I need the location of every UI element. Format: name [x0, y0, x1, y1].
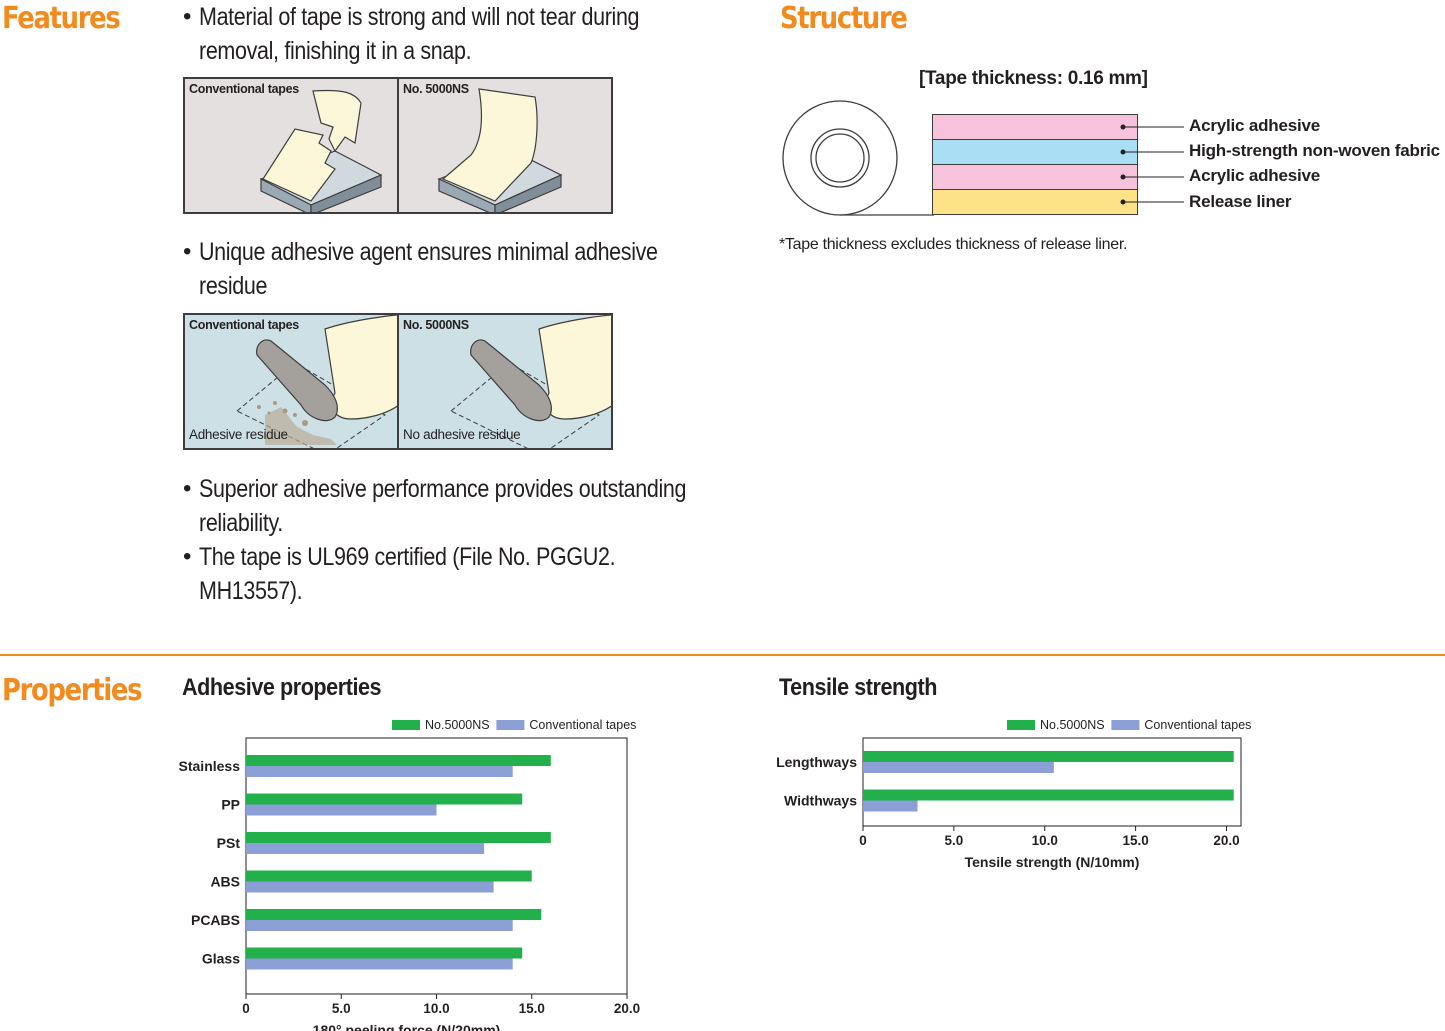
bar-glass-0 [246, 947, 523, 959]
bar-stainless-0 [246, 755, 551, 766]
layer-acrylic-top [932, 114, 1138, 139]
residue-left-label: Conventional tapes [189, 318, 299, 332]
bullet-reliability: Superior adhesive performance provides o… [183, 472, 765, 540]
category-label-2: PSt [217, 835, 241, 851]
x-tick-label-2: 10.0 [1032, 833, 1058, 848]
bar-lengthways-0 [863, 751, 1234, 762]
properties-title: Properties [2, 673, 142, 708]
panel-5000ns-tear: No. 5000NS [399, 79, 611, 212]
category-label-0: Stainless [179, 758, 241, 774]
figure-residue-comparison: Conventional tapes Adhesive residue No. … [183, 313, 613, 450]
tear-right-label: No. 5000NS [403, 82, 469, 96]
layer-label-release-liner: Release liner [1189, 192, 1292, 211]
x-tick-label-1: 5.0 [332, 1001, 351, 1016]
legend-label-0: No.5000NS [1040, 718, 1105, 732]
x-tick-label-4: 20.0 [614, 1001, 640, 1016]
tape-roll-icon [782, 100, 934, 216]
bullet-reliability-line1: Superior adhesive performance provides o… [199, 475, 687, 503]
features-bullets-2: Unique adhesive agent ensures minimal ad… [183, 235, 732, 303]
bullet-ul969: The tape is UL969 certified (File No. PG… [183, 540, 765, 608]
bar-pcabs-0 [246, 909, 542, 920]
features-bullets-1: Material of tape is strong and will not … [183, 0, 711, 68]
legend-swatch-0 [392, 720, 420, 730]
section-divider [0, 654, 1445, 656]
layer-non-woven [932, 139, 1138, 164]
x-axis-label: Tensile strength (N/10mm) [965, 854, 1140, 870]
legend-label-0: No.5000NS [425, 718, 490, 732]
x-tick-label-0: 0 [242, 1001, 250, 1016]
x-tick-label-3: 15.0 [1122, 833, 1148, 848]
bullet-tear: Material of tape is strong and will not … [183, 0, 711, 68]
x-tick-label-2: 10.0 [423, 1001, 449, 1016]
bullet-tear-line1: Material of tape is strong and will not … [199, 3, 640, 31]
category-label-3: ABS [210, 874, 240, 890]
category-label-0: Lengthways [776, 754, 857, 770]
layer-label-acrylic-top: Acrylic adhesive [1189, 116, 1320, 135]
bar-stainless-1 [246, 766, 513, 777]
x-tick-label-1: 5.0 [944, 833, 963, 848]
residue-illustration [236, 315, 400, 448]
bullet-reliability-line2: reliability. [199, 509, 283, 537]
category-label-1: Widthways [784, 793, 857, 809]
legend-swatch-1 [496, 720, 525, 730]
bullet-residue-line1: Unique adhesive agent ensures minimal ad… [199, 238, 658, 266]
features-bullets-3: Superior adhesive performance provides o… [183, 472, 765, 608]
category-label-1: PP [221, 797, 240, 813]
bullet-ul969-line2: MH13557). [199, 577, 303, 605]
legend-label-1: Conventional tapes [1144, 718, 1251, 732]
panel-conventional-residue: Conventional tapes Adhesive residue [185, 315, 400, 448]
panel-5000ns-residue: No. 5000NS No adhesive residue [399, 315, 611, 448]
bar-widthways-0 [863, 789, 1234, 801]
x-tick-label-0: 0 [859, 833, 867, 848]
adhesive-chart-title: Adhesive properties [182, 674, 382, 701]
bar-pp-1 [246, 804, 437, 816]
clean-peel-illustration [437, 88, 563, 212]
panel-conventional-tear: Conventional tapes [185, 79, 399, 212]
bar-lengthways-1 [863, 762, 1054, 773]
bar-pp-0 [246, 793, 523, 805]
layer-release-liner [932, 189, 1138, 215]
bar-glass-1 [246, 958, 513, 970]
layer-stack [932, 114, 1138, 215]
bar-widthways-1 [863, 800, 918, 812]
layer-label-acrylic-bottom: Acrylic adhesive [1189, 166, 1320, 185]
tear-left-label: Conventional tapes [189, 82, 299, 96]
residue-left-caption: Adhesive residue [189, 427, 288, 442]
bullet-ul969-line1: The tape is UL969 certified (File No. PG… [199, 543, 616, 571]
legend-swatch-0 [1007, 720, 1035, 730]
x-axis-label: 180° peeling force (N/20mm) [313, 1022, 501, 1031]
plot-frame [862, 737, 1242, 827]
bullet-residue-line2: residue [199, 272, 268, 300]
category-label-4: PCABS [191, 912, 240, 928]
bar-abs-1 [246, 881, 494, 893]
tensile-chart-title: Tensile strength [779, 674, 938, 701]
residue-right-label: No. 5000NS [403, 318, 469, 332]
tear-illustration [259, 89, 383, 212]
tensile-strength-chart: No.5000NS Conventional tapesLengthwaysWid… [776, 718, 1251, 870]
category-label-5: Glass [202, 951, 240, 967]
bullet-residue: Unique adhesive agent ensures minimal ad… [183, 235, 732, 303]
residue-right-caption: No adhesive residue [403, 427, 521, 442]
bullet-tear-line2: removal, finishing it in a snap. [199, 37, 472, 65]
bar-pst-0 [246, 832, 551, 843]
x-tick-label-3: 15.0 [519, 1001, 545, 1016]
figure-tear-comparison: Conventional tapes No. 5000NS [183, 77, 613, 214]
layer-leader-lines [1120, 124, 1184, 205]
legend-swatch-1 [1111, 720, 1140, 730]
thickness-caption: [Tape thickness: 0.16 mm] [919, 68, 1148, 89]
structure-title: Structure [780, 1, 908, 36]
bar-abs-0 [246, 870, 532, 882]
bar-pst-1 [246, 843, 485, 854]
no-residue-illustration [450, 315, 611, 448]
layer-acrylic-bottom [932, 164, 1138, 189]
structure-footnote: *Tape thickness excludes thickness of re… [779, 236, 1128, 253]
layer-label-non-woven: High-strength non-woven fabric [1189, 141, 1440, 160]
x-tick-label-4: 20.0 [1213, 833, 1239, 848]
bar-pcabs-1 [246, 920, 513, 931]
features-title: Features [2, 1, 121, 36]
legend-label-1: Conventional tapes [529, 718, 636, 732]
